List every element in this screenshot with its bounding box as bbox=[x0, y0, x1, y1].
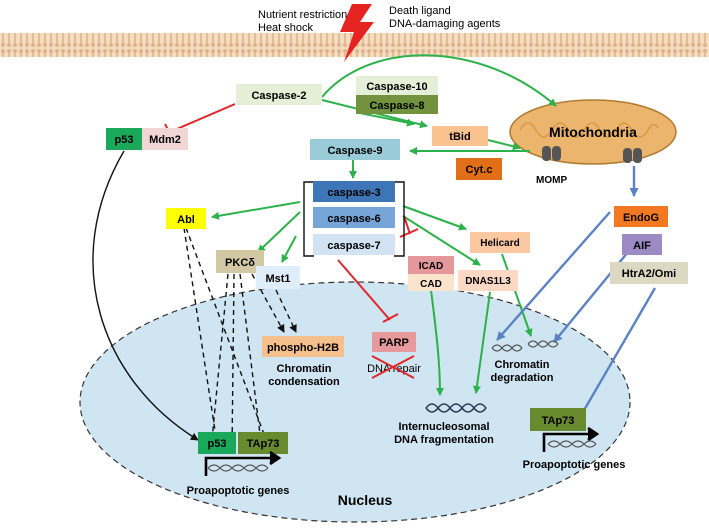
caspase-10-box: Caspase-10 bbox=[356, 76, 438, 95]
nucleus-label: Nucleus bbox=[338, 492, 393, 508]
caspase-9-label: Caspase-9 bbox=[327, 145, 382, 157]
tap73-right-label: TAp73 bbox=[542, 415, 575, 427]
p53-nucleus-box: p53 bbox=[198, 432, 236, 454]
cytc-box: Cyt.c bbox=[456, 158, 502, 180]
abl-label: Abl bbox=[177, 214, 195, 226]
abl-box: Abl bbox=[166, 208, 206, 229]
chromatin-degradation-line2: degradation bbox=[491, 372, 554, 384]
helicard-box: Helicard bbox=[470, 232, 530, 253]
momp-pore-left-icon bbox=[542, 146, 561, 161]
chromatin-degradation-line1: Chromatin bbox=[495, 359, 550, 371]
caspase-7-label: caspase-7 bbox=[327, 240, 380, 252]
stimulus-left-1: Nutrient restriction bbox=[258, 9, 347, 21]
gene-helix-right-icon bbox=[547, 440, 597, 448]
momp-label: MOMP bbox=[536, 175, 567, 186]
caspase-3-label: caspase-3 bbox=[327, 187, 380, 199]
parp-box: PARP bbox=[372, 332, 416, 352]
promoter-left-arrow-icon bbox=[204, 450, 282, 476]
stimulus-right-1: Death ligand bbox=[389, 5, 451, 17]
icad-box: ICAD bbox=[408, 256, 454, 274]
proapoptotic-genes-left: Proapoptotic genes bbox=[187, 485, 290, 497]
momp-pore-right-icon bbox=[623, 148, 642, 163]
dnas1l3-box: DNAS1L3 bbox=[458, 270, 518, 291]
caspase-6-label: caspase-6 bbox=[327, 213, 380, 225]
aif-box: AIF bbox=[622, 234, 662, 255]
caspase-10-label: Caspase-10 bbox=[366, 81, 427, 93]
caspase-3-box: caspase-3 bbox=[313, 181, 395, 202]
caspase-bracket bbox=[303, 181, 405, 257]
proapoptotic-genes-right: Proapoptotic genes bbox=[523, 459, 626, 471]
gene-helix-left-icon bbox=[207, 464, 269, 472]
p53-label: p53 bbox=[115, 134, 134, 146]
chromatin-condensation-line1: Chromatin bbox=[277, 363, 332, 375]
phospho-h2b-box: phospho-H2B bbox=[262, 336, 344, 357]
stimulus-left-2: Heat shock bbox=[258, 22, 314, 34]
promoter-right-arrow-icon bbox=[542, 426, 600, 452]
dashed-arrows bbox=[183, 227, 297, 451]
cad-box: CAD bbox=[408, 274, 454, 291]
htra2-label: HtrA2/Omi bbox=[622, 268, 676, 280]
mitochondria-organelle: Mitochondria bbox=[509, 99, 677, 165]
tbid-box: tBid bbox=[432, 126, 488, 146]
activation-arrows bbox=[211, 54, 557, 396]
cad-label: CAD bbox=[420, 279, 442, 290]
lightning-bolt-icon bbox=[340, 4, 374, 62]
pkcd-label: PKCδ bbox=[225, 257, 255, 269]
tap73-right-box: TAp73 bbox=[530, 408, 586, 431]
htra2-box: HtrA2/Omi bbox=[610, 262, 688, 284]
helicard-label: Helicard bbox=[480, 238, 519, 249]
stimulus-right-2: DNA-damaging agents bbox=[389, 18, 501, 30]
caspase-2-box: Caspase-2 bbox=[236, 84, 322, 105]
mitochondria-label: Mitochondria bbox=[549, 124, 637, 140]
mdm2-box: Mdm2 bbox=[142, 128, 188, 150]
cytc-label: Cyt.c bbox=[466, 164, 493, 176]
mdm2-label: Mdm2 bbox=[149, 134, 181, 146]
parp-label: PARP bbox=[379, 337, 409, 349]
dnas1l3-label: DNAS1L3 bbox=[465, 276, 511, 287]
chromatin-condensation-line2: condensation bbox=[268, 376, 340, 388]
tbid-label: tBid bbox=[449, 131, 470, 143]
pkcd-box: PKCδ bbox=[216, 250, 264, 273]
caspase-8-box: Caspase-8 bbox=[356, 95, 438, 114]
tap73-left-label: TAp73 bbox=[247, 438, 280, 450]
mst1-label: Mst1 bbox=[265, 273, 290, 285]
dna-repair-label: DNA repair bbox=[367, 363, 421, 375]
caspase-9-box: Caspase-9 bbox=[310, 139, 400, 160]
endog-label: EndoG bbox=[623, 212, 659, 224]
icad-label: ICAD bbox=[419, 261, 443, 272]
p53-box: p53 bbox=[106, 128, 142, 150]
caspase-6-box: caspase-6 bbox=[313, 207, 395, 228]
caspase-8-label: Caspase-8 bbox=[369, 100, 424, 112]
dna-repair-cross-icon bbox=[371, 355, 415, 379]
nucleus bbox=[79, 281, 631, 523]
p53-nucleus-label: p53 bbox=[208, 438, 227, 450]
dna-fragmentation-line2: DNA fragmentation bbox=[394, 434, 494, 446]
dna-fragment-helix-icon bbox=[425, 403, 487, 413]
endog-box: EndoG bbox=[614, 206, 668, 227]
tap73-left-box: TAp73 bbox=[238, 432, 288, 454]
dna-fragmentation-line1: Internucleosomal bbox=[398, 421, 489, 433]
p53-to-nucleus-arrow bbox=[92, 150, 199, 441]
caspase-7-box: caspase-7 bbox=[313, 234, 395, 255]
chromatin-helix-icon bbox=[491, 340, 559, 352]
phospho-h2b-label: phospho-H2B bbox=[267, 342, 339, 354]
mst1-box: Mst1 bbox=[256, 266, 300, 289]
aif-label: AIF bbox=[633, 240, 651, 252]
caspase-2-label: Caspase-2 bbox=[251, 90, 306, 102]
